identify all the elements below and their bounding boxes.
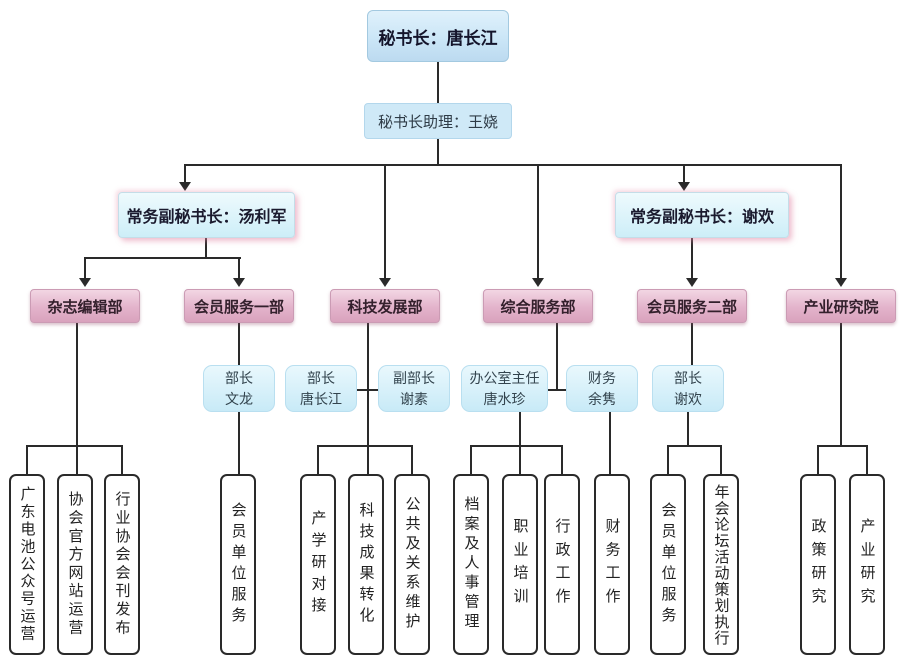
node-dept-member-services-1: 会员服务一部: [184, 289, 294, 323]
node-manager-xiehuan: 部长 谢欢: [652, 365, 724, 412]
node-fn-member-unit-services-1: 会员单位服务: [220, 474, 256, 655]
manager-name: 唐水珍: [483, 390, 526, 407]
node-fn-public-relations: 公共及关系维护: [394, 474, 430, 655]
node-dept-magazine-editorial: 杂志编辑部: [30, 289, 140, 323]
node-deputy-left: 常务副秘书长：汤利军: [118, 192, 295, 238]
node-fn-industry-academia-matching: 产学研对接: [300, 474, 336, 655]
manager-name: 余隽: [588, 390, 616, 407]
node-fn-policy-research: 政策研究: [800, 474, 836, 655]
node-manager-wenlong: 部长 文龙: [203, 365, 275, 412]
node-manager-xiesu: 副部长 谢素: [378, 365, 450, 412]
node-fn-administrative-work: 行政工作: [544, 474, 580, 655]
node-manager-yujuan: 财务 余隽: [566, 365, 638, 412]
node-fn-annual-forum-planning: 年会论坛活动策划执行: [703, 474, 739, 655]
node-secretary-general: 秘书长：唐长江: [367, 10, 509, 62]
manager-title: 副部长: [393, 369, 435, 386]
node-fn-wechat-account: 广东电池公众号运营: [9, 474, 45, 655]
node-fn-tech-transfer: 科技成果转化: [348, 474, 384, 655]
node-fn-industry-research: 产业研究: [849, 474, 885, 655]
node-fn-finance-work: 财务工作: [594, 474, 630, 655]
node-dept-industry-research-institute: 产业研究院: [786, 289, 896, 323]
manager-title: 财务: [588, 369, 616, 386]
node-manager-tangchangjiang: 部长 唐长江: [285, 365, 357, 412]
manager-name: 谢欢: [674, 390, 702, 407]
node-fn-journal-publishing: 行业协会会刊发布: [104, 474, 140, 655]
node-assistant: 秘书长助理：王娆: [364, 103, 512, 139]
manager-title: 办公室主任: [469, 369, 540, 386]
node-fn-archives-personnel: 档案及人事管理: [453, 474, 489, 655]
manager-title: 部长: [674, 369, 702, 386]
node-manager-tangshuizhen: 办公室主任 唐水珍: [461, 365, 548, 412]
node-dept-tech-development: 科技发展部: [330, 289, 440, 323]
manager-title: 部长: [307, 369, 335, 386]
node-fn-member-unit-services-2: 会员单位服务: [650, 474, 686, 655]
node-fn-website-operation: 协会官方网站运营: [57, 474, 93, 655]
node-dept-member-services-2: 会员服务二部: [637, 289, 747, 323]
node-fn-vocational-training: 职业培训: [502, 474, 538, 655]
node-dept-general-services: 综合服务部: [483, 289, 593, 323]
manager-name: 唐长江: [300, 390, 342, 407]
manager-name: 谢素: [400, 390, 428, 407]
node-deputy-right: 常务副秘书长：谢欢: [615, 192, 789, 238]
manager-name: 文龙: [225, 390, 253, 407]
manager-title: 部长: [225, 369, 253, 386]
